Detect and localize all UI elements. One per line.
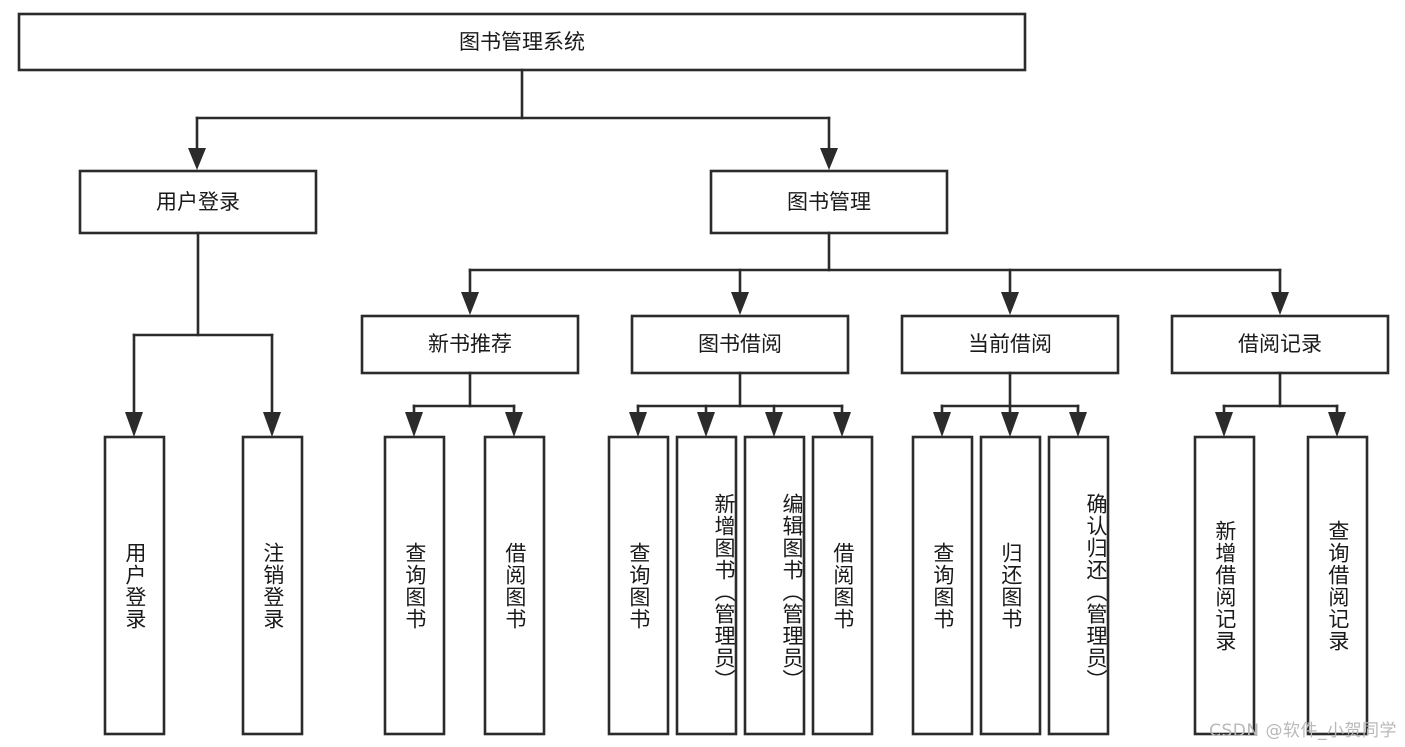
arrow-icon-leaf-add-record xyxy=(1215,412,1233,437)
node-leaf-query-record-box[interactable] xyxy=(1306,435,1369,736)
arrow-icon-to-book-manage xyxy=(820,148,838,170)
node-book-borrow-box[interactable] xyxy=(630,314,850,375)
arrow-icon-leaf-query-book-1 xyxy=(405,412,423,437)
node-leaf-borrow-book-2-box[interactable] xyxy=(811,435,874,736)
arrow-icon-leaf-confirm-return xyxy=(1069,412,1087,437)
connector-new-book-recommend-to-leaves xyxy=(405,371,523,437)
connector-user-login-to-leaves xyxy=(125,231,281,437)
csdn-watermark: CSDN @软件_小贺同学 xyxy=(1209,721,1397,741)
arrow-icon-leaf-query-book-2 xyxy=(629,412,647,437)
arrow-icon-to-user-login xyxy=(188,148,206,170)
node-book-manage-box[interactable] xyxy=(709,169,949,235)
arrow-icon-leaf-query-book-3 xyxy=(933,412,951,437)
arrow-icon-leaf-borrow-book-1 xyxy=(505,412,523,437)
node-root[interactable]: 图书管理系统 xyxy=(17,12,1027,72)
node-current-borrow-label: 当前借阅 xyxy=(968,332,1052,356)
node-leaf-user-login-box[interactable] xyxy=(103,435,166,736)
connector-book-borrow-to-leaves xyxy=(629,371,851,437)
node-book-manage-label: 图书管理 xyxy=(787,190,871,214)
node-borrow-record-box[interactable] xyxy=(1170,314,1390,375)
node-leaf-confirm-return-box[interactable] xyxy=(1047,435,1110,736)
node-leaf-user-logout-box[interactable] xyxy=(241,435,304,736)
node-root-box[interactable] xyxy=(17,12,1027,72)
node-new-book-recommend[interactable]: 新书推荐 xyxy=(360,314,580,375)
connector-root-to-level2 xyxy=(188,68,838,170)
connector-book-manage-to-level3 xyxy=(461,231,1289,315)
node-current-borrow[interactable]: 当前借阅 xyxy=(900,314,1120,375)
node-borrow-record[interactable]: 借阅记录 xyxy=(1170,314,1390,375)
node-book-borrow-label: 图书借阅 xyxy=(698,332,782,356)
node-user-login[interactable]: 用户登录 xyxy=(78,169,318,235)
arrow-icon-to-new-book-recommend xyxy=(461,292,479,315)
node-leaf-borrow-book-1-box[interactable] xyxy=(483,435,546,736)
arrow-icon-leaf-borrow-book-2 xyxy=(833,412,851,437)
arrow-icon-to-book-borrow xyxy=(731,292,749,315)
connector-current-borrow-to-leaves xyxy=(933,371,1087,437)
node-leaf-add-record-box[interactable] xyxy=(1193,435,1256,736)
arrow-icon-to-current-borrow xyxy=(1001,292,1019,315)
arrow-icon-leaf-user-login xyxy=(125,412,143,437)
node-leaf-edit-book-box[interactable] xyxy=(743,435,806,736)
node-book-borrow[interactable]: 图书借阅 xyxy=(630,314,850,375)
node-root-label: 图书管理系统 xyxy=(459,30,585,54)
node-borrow-record-label: 借阅记录 xyxy=(1238,332,1322,356)
arrow-icon-leaf-user-logout xyxy=(263,412,281,437)
arrow-icon-leaf-query-record xyxy=(1328,412,1346,437)
node-leaf-add-book-box[interactable] xyxy=(675,435,738,736)
connector-borrow-record-to-leaves xyxy=(1215,371,1346,437)
node-leaf-query-book-1-box[interactable] xyxy=(383,435,446,736)
node-leaf-query-book-2-box[interactable] xyxy=(607,435,670,736)
node-new-book-recommend-label: 新书推荐 xyxy=(428,332,512,356)
node-new-book-recommend-box[interactable] xyxy=(360,314,580,375)
node-leaf-return-book-box[interactable] xyxy=(979,435,1042,736)
node-current-borrow-box[interactable] xyxy=(900,314,1120,375)
arrow-icon-leaf-return-book xyxy=(1001,412,1019,437)
node-leaf-query-book-3-box[interactable] xyxy=(911,435,974,736)
arrow-icon-to-borrow-record xyxy=(1271,292,1289,315)
node-book-manage[interactable]: 图书管理 xyxy=(709,169,949,235)
node-user-login-label: 用户登录 xyxy=(156,190,240,214)
arrow-icon-leaf-add-book xyxy=(697,412,715,437)
arrow-icon-leaf-edit-book xyxy=(765,412,783,437)
